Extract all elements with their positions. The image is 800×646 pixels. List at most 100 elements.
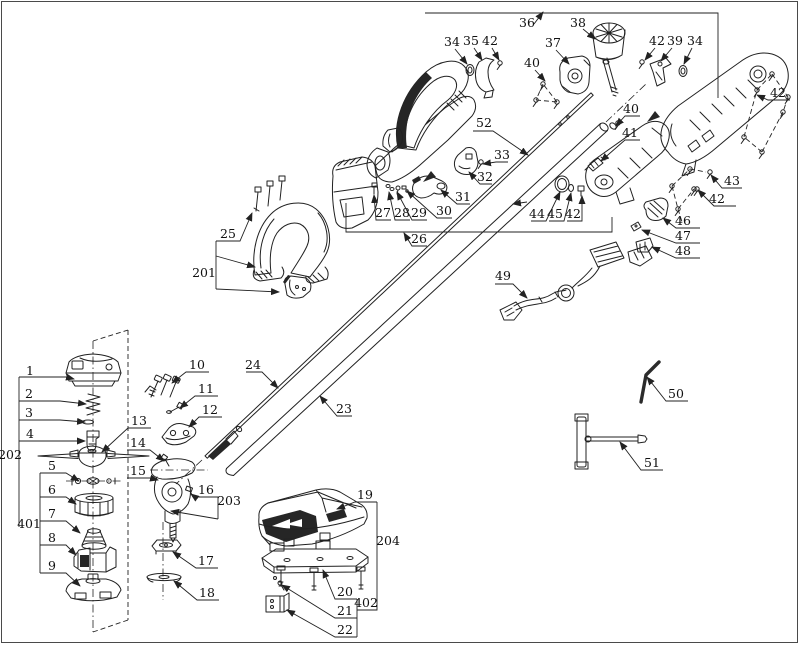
- part-number-204: 204: [376, 533, 400, 548]
- dashed-construction-line: [677, 188, 695, 210]
- part-number-9: 9: [48, 558, 56, 573]
- part-number-50: 50: [668, 386, 684, 401]
- part-battery: [258, 488, 368, 547]
- leader-line-42: [491, 47, 500, 61]
- leader-line-52: [473, 130, 529, 156]
- leader-line-23: [319, 395, 352, 417]
- leader-line-42: [756, 94, 790, 102]
- part-number-43: 43: [724, 173, 740, 188]
- leader-line-48: [651, 246, 700, 259]
- part-number-20: 20: [337, 584, 353, 599]
- part-connector-47: [630, 221, 642, 232]
- part-guard-disc-18: [146, 572, 182, 583]
- part-switch-46: [643, 197, 669, 221]
- part-number-46: 46: [675, 213, 691, 228]
- part-powerhead-housing: [331, 60, 477, 229]
- part-number-202: 202: [0, 447, 22, 462]
- part-head-cover: [65, 573, 122, 602]
- part-number-13: 13: [131, 413, 147, 428]
- part-number-22: 22: [337, 622, 353, 637]
- leader-line-36: [533, 11, 544, 25]
- bracket-line: [357, 502, 378, 611]
- part-drive-shaft: [204, 92, 594, 460]
- leader-line-14: [127, 449, 165, 462]
- part-wire-harness: [499, 241, 653, 321]
- part-number-40: 40: [524, 55, 540, 70]
- leader-line-44: [531, 191, 561, 222]
- part-screws-21: [273, 576, 285, 591]
- part-number-40: 40: [623, 101, 639, 116]
- leader-line-46: [662, 217, 700, 229]
- leader-line-40: [534, 69, 546, 82]
- part-motor-mount-37: [559, 55, 591, 95]
- part-t-wrench: [574, 413, 648, 470]
- part-connector-48: [635, 237, 654, 253]
- part-number-47: 47: [675, 228, 691, 243]
- part-number-49: 49: [495, 268, 511, 283]
- part-shaft-tube: [225, 122, 609, 476]
- leader-line-22: [286, 609, 357, 638]
- assembly-direction-arrow: [423, 171, 436, 182]
- leader-line-6: [40, 496, 77, 505]
- part-number-52: 52: [476, 115, 492, 130]
- leader-line-29: [396, 191, 427, 221]
- part-screw-42-left: [496, 60, 503, 70]
- part-number-402: 402: [354, 595, 378, 610]
- leader-line-17: [172, 551, 218, 569]
- part-washer-45: [568, 184, 574, 192]
- dashed-construction-line: [761, 111, 784, 153]
- part-clamp-ring-44: [554, 175, 570, 193]
- part-screws-43-42: [668, 166, 713, 216]
- leader-line-39: [660, 47, 673, 62]
- part-housing-right: [660, 52, 789, 177]
- leader-line-33: [482, 159, 508, 167]
- dashed-construction-line: [689, 168, 707, 173]
- part-coupler-41: [584, 156, 606, 172]
- part-number-34: 34: [687, 33, 703, 48]
- part-number-203: 203: [217, 493, 241, 508]
- leader-line-16: [190, 493, 218, 502]
- dashed-construction-line: [535, 99, 558, 103]
- part-screw-11: [166, 401, 185, 414]
- dashed-construction-line: [92, 619, 129, 633]
- part-number-10: 10: [189, 357, 205, 372]
- part-number-36: 36: [519, 15, 535, 30]
- part-clamp-35: [474, 57, 495, 99]
- leader-line-19: [336, 501, 377, 510]
- part-number-16: 16: [198, 482, 214, 497]
- part-mount-plate: [261, 540, 369, 591]
- part-number-11: 11: [198, 381, 214, 396]
- part-trigger-32-33: [453, 147, 484, 175]
- dashed-construction-line: [92, 329, 129, 342]
- bracket-line: [345, 203, 613, 233]
- leader-line-51: [619, 441, 663, 471]
- leader-line-25: [216, 212, 253, 242]
- leader-line-10: [171, 371, 209, 384]
- part-number-42: 42: [649, 33, 665, 48]
- part-number-44: 44: [529, 206, 545, 221]
- leader-line-35: [473, 47, 483, 61]
- leader-line-42: [644, 47, 656, 61]
- part-small-fasteners-27-30: [371, 182, 409, 195]
- part-number-19: 19: [357, 487, 373, 502]
- leader-line-38: [582, 28, 596, 40]
- dashed-construction-line: [743, 136, 763, 153]
- part-hex-key: [639, 360, 661, 404]
- leader-line-18: [173, 580, 219, 601]
- part-spool-cover: [65, 353, 122, 387]
- part-number-401: 401: [17, 516, 41, 531]
- part-blade: [37, 445, 150, 468]
- part-number-6: 6: [48, 482, 56, 497]
- leader-line-28: [387, 191, 410, 221]
- part-number-25: 25: [220, 226, 236, 241]
- part-number-39: 39: [667, 33, 683, 48]
- part-number-48: 48: [675, 243, 691, 258]
- part-screws-40-dashed: [532, 81, 560, 109]
- part-number-8: 8: [48, 530, 56, 545]
- part-number-31: 31: [455, 189, 471, 204]
- leader-line-9: [40, 572, 81, 587]
- part-number-26: 26: [411, 231, 427, 246]
- part-number-1: 1: [26, 363, 34, 378]
